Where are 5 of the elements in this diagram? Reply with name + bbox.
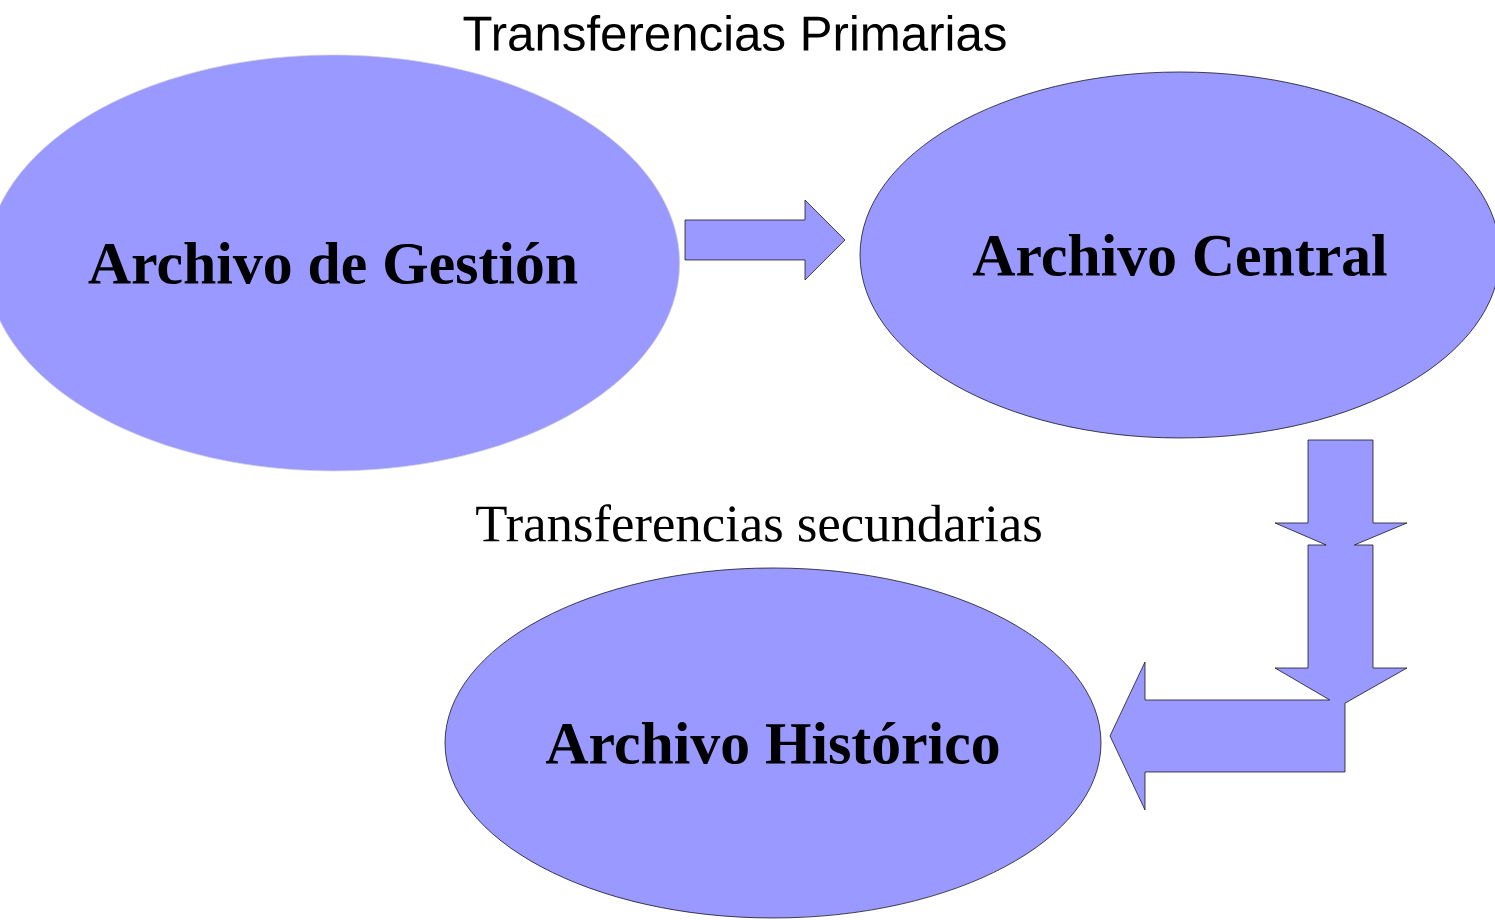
caption: Transferencias secundarias — [476, 504, 1041, 542]
caption: Transferencias Primarias — [463, 14, 1006, 52]
ellipse-node: Archivo Central — [859, 71, 1495, 439]
block-arrow — [684, 199, 846, 281]
ellipse-node: Archivo Histórico — [444, 567, 1102, 919]
